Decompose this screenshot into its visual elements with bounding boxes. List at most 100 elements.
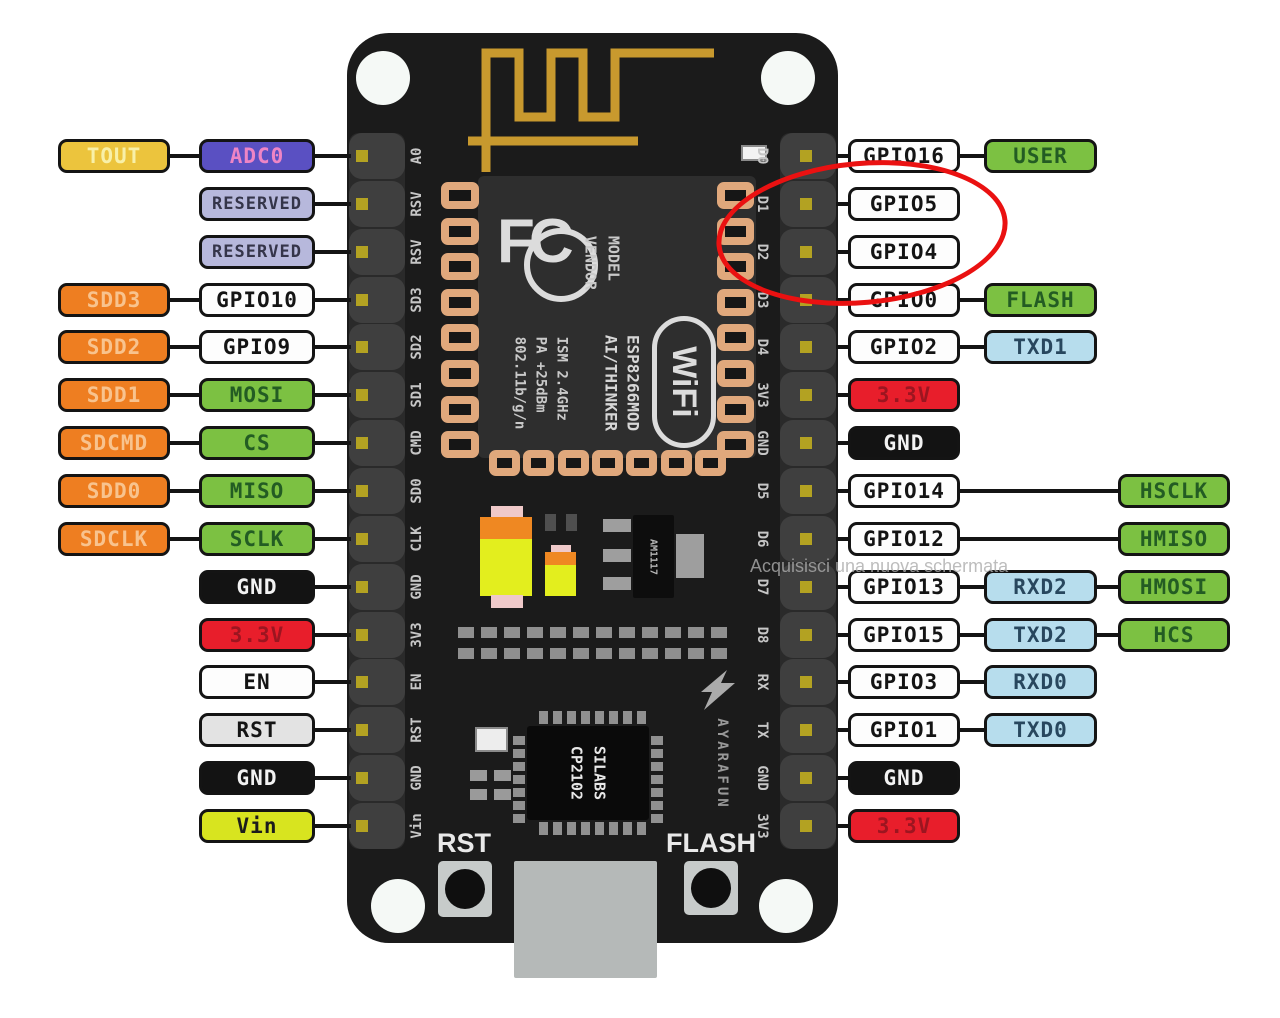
smd-resistor [665,627,681,638]
label-box-rst: RST [199,713,315,748]
label-box-gpio13: GPIO13 [848,569,960,604]
pin-contact [356,580,368,593]
flash-button[interactable] [684,861,738,915]
chip-pin [567,822,576,835]
board-pin-name-sd0: SD0 [409,478,425,504]
smd-resistor [481,648,497,659]
label-box-hmosi: HMOSI [1118,569,1230,604]
pin-contact [800,293,812,306]
smd-resistor [458,648,474,659]
pin-contact [356,197,368,210]
wifi-logo: WiFi [652,316,716,448]
smd-resistor [527,627,543,638]
smd-resistor [665,648,681,659]
usb-connector [514,861,657,978]
board-pin-name-rsv: RSV [409,191,425,217]
module-pad [557,450,589,476]
label-box-33v: 3.3V [199,617,315,652]
mounting-hole [761,51,815,105]
label-box-hsclk: HSCLK [1118,473,1230,508]
label-box-gpio0: GPIO0 [848,282,960,317]
chip-pin [609,711,618,724]
label-box-sdcmd: SDCMD [58,426,170,461]
label-box-33v: 3.3V [848,808,960,843]
pin-contact [356,245,368,258]
smd-resistor [573,627,589,638]
label-box-mosi: MOSI [199,378,315,413]
smd-resistor [596,627,612,638]
module-model-vendor-text: MODEL VENDOR [581,235,623,291]
label-box-sdd0: SDD0 [58,473,170,508]
label-box-flash: FLASH [984,282,1097,317]
module-pad [694,450,726,476]
board-pin-name-clk: CLK [409,526,425,552]
board-pin-name-gnd: GND [754,765,770,791]
label-box-gpio12: GPIO12 [848,521,960,556]
label-box-gpio2: GPIO2 [848,330,960,365]
label-box-sdclk: SDCLK [58,521,170,556]
module-pad [441,395,479,423]
label-box-33v: 3.3V [848,378,960,413]
label-box-vin: Vin [199,808,315,843]
chip-pin [581,822,590,835]
label-box-gpio10: GPIO10 [199,282,315,317]
module-pad [717,324,754,352]
smd-pad [494,789,511,800]
board-pin-name-sd2: SD2 [409,334,425,361]
label-box-gpio16: GPIO16 [848,139,960,173]
chip-pin [651,749,663,758]
regulator-leg [603,577,631,590]
pin-contact [356,389,368,402]
capacitor-small [545,552,576,596]
label-box-miso: MISO [199,473,315,508]
smd-resistor [527,648,543,659]
module-pad [441,324,479,352]
rst-button[interactable] [438,861,492,917]
smd-resistor [642,627,658,638]
chip-pin [623,711,632,724]
pin-contact [356,437,368,450]
pin-contact [800,150,812,162]
label-box-tout: TOUT [58,139,170,173]
chip-pin [513,801,525,810]
smd-resistor [458,627,474,638]
chip-pin [513,736,525,745]
label-box-adc0: ADC0 [199,139,315,173]
regulator-tab [676,534,704,578]
pin-contact [800,724,812,737]
label-box-sdd1: SDD1 [58,378,170,413]
regulator-label: AM1117 [647,538,659,576]
label-box-gpio3: GPIO3 [848,665,960,700]
board-pin-name-d6: D6 [754,530,770,548]
label-box-gpio5: GPIO5 [848,186,960,221]
board-pin-name-sd3: SD3 [409,286,425,313]
smd-resistor [619,627,635,638]
mounting-hole [759,879,813,933]
chip-pin [595,822,604,835]
label-box-hmiso: HMISO [1118,521,1230,556]
label-box-cs: CS [199,426,315,461]
module-pad [489,450,520,476]
smd-pad [470,770,487,781]
smd-component [545,514,556,531]
chip-pin [553,711,562,724]
capacitor-pad [551,545,571,554]
board-pin-name-a0: A0 [409,147,425,165]
board-pin-name-vin: Vin [409,813,425,839]
smd-resistor [711,627,727,638]
module-pad [717,288,754,316]
smd-resistor [596,648,612,659]
chip-pin [651,814,663,823]
flash-button-cap[interactable] [691,868,731,908]
module-pad [441,288,479,316]
connector-line [836,536,1172,541]
label-box-gpio14: GPIO14 [848,473,960,508]
pin-contact [800,819,812,832]
smd-pad [494,770,511,781]
smd-resistor [504,627,520,638]
board-pin-name-d5: D5 [754,482,770,500]
mounting-hole [356,51,410,105]
capacitor-large [480,517,532,596]
rst-button-cap[interactable] [445,869,485,909]
module-pad [441,431,479,459]
